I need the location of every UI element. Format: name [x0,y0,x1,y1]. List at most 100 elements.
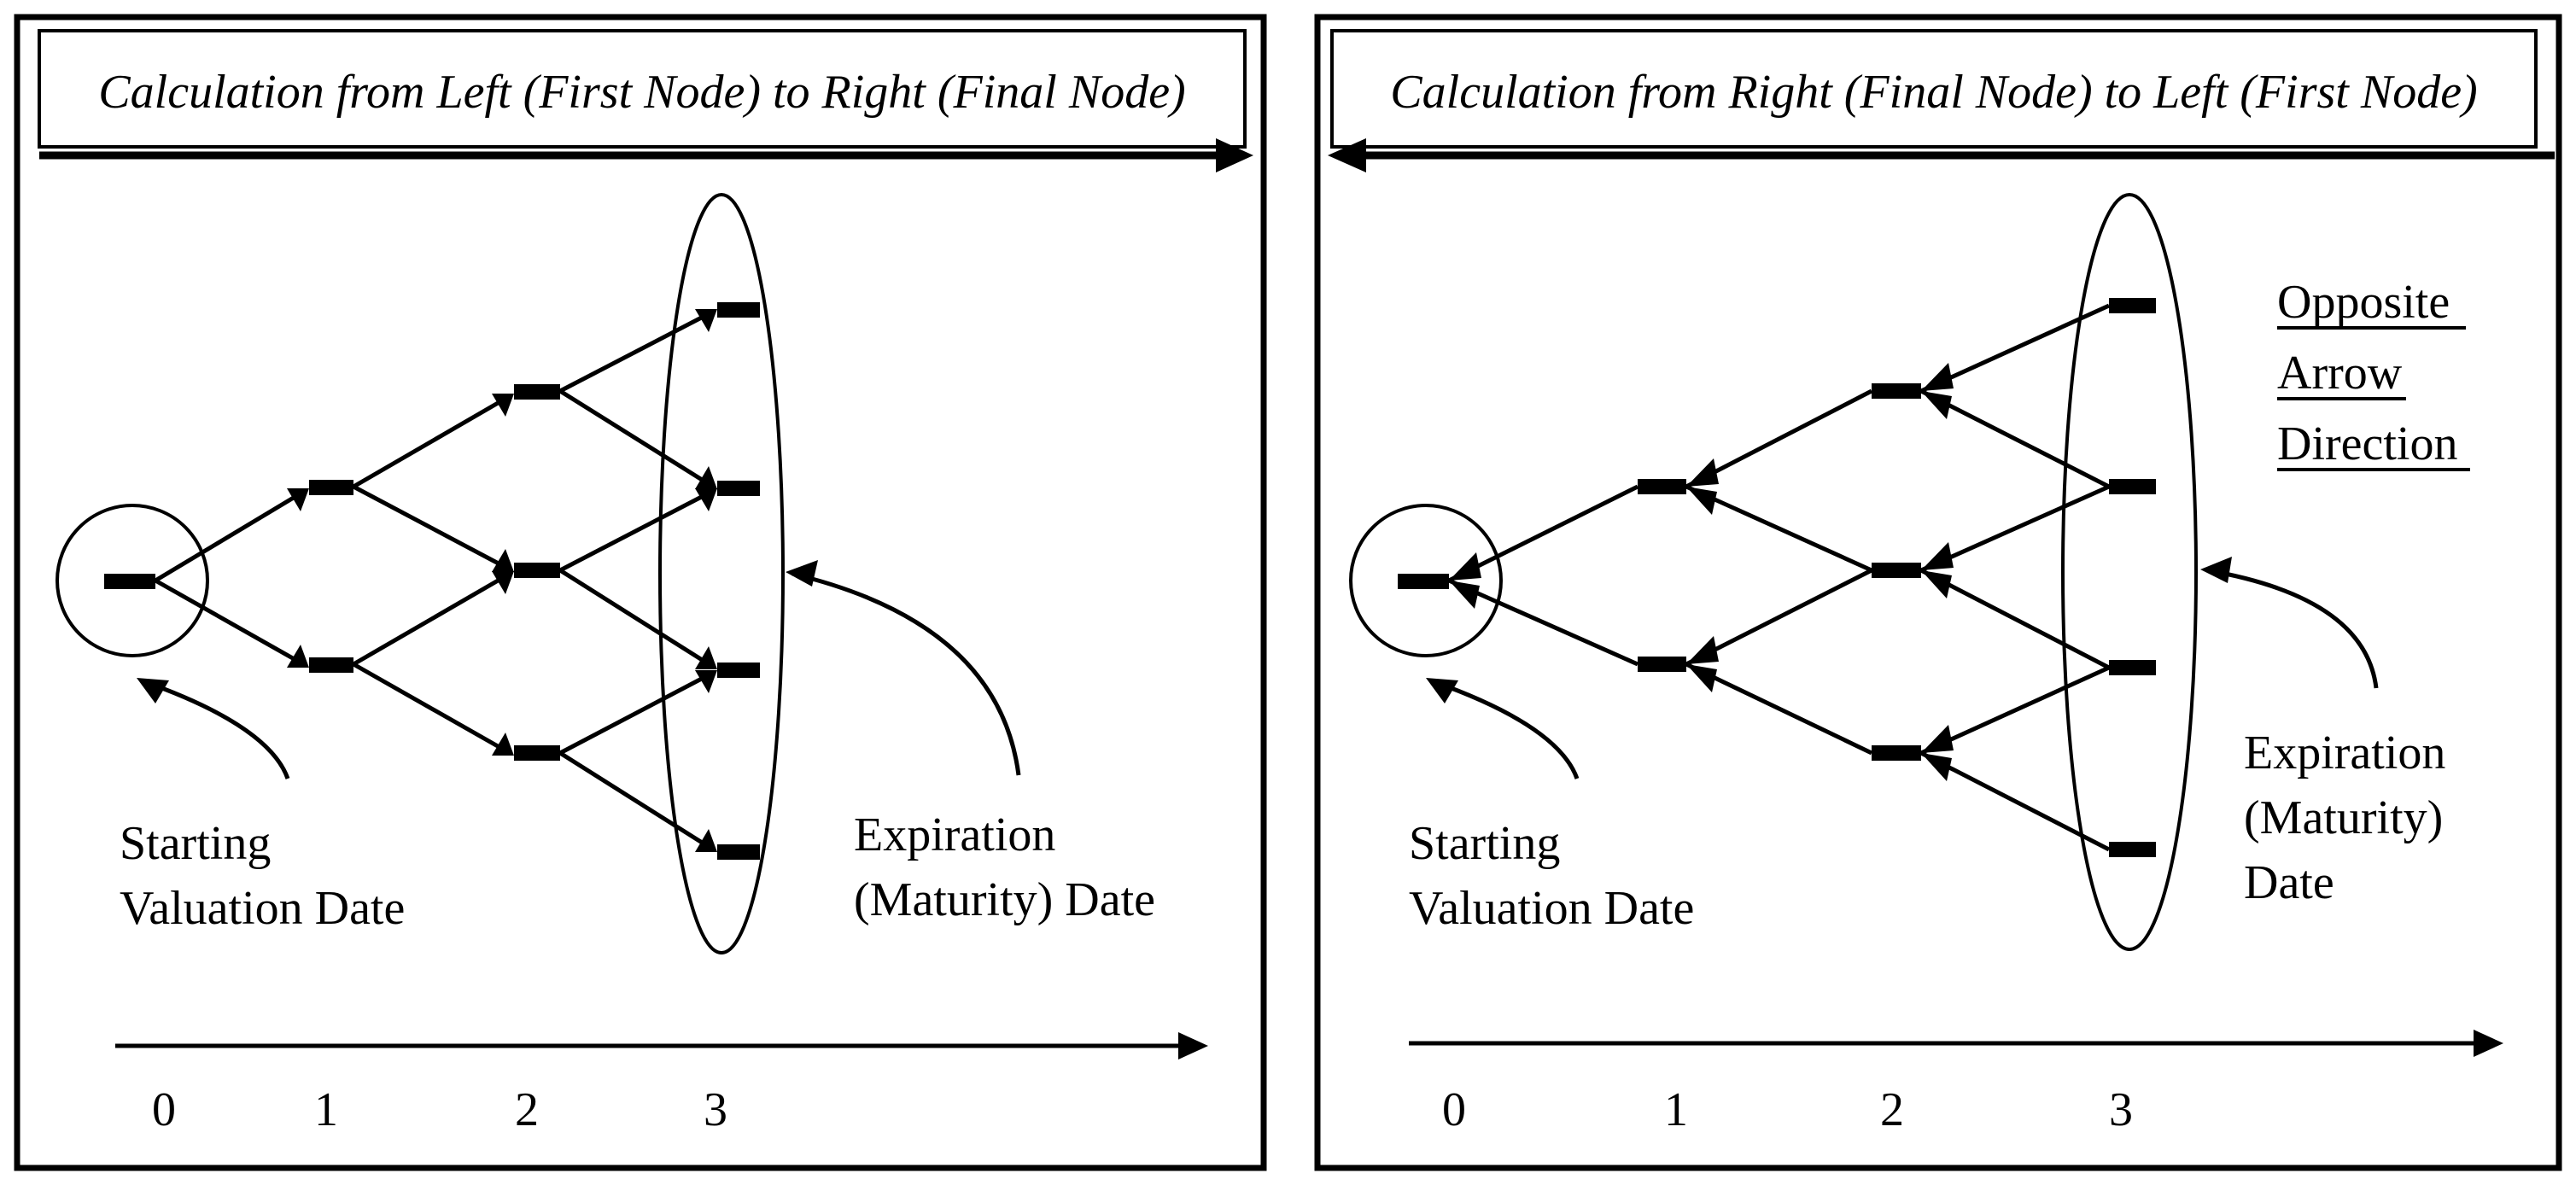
forward-panel: Calculation from Left (First Node) to Ri… [14,14,1267,1171]
backward-expiry-caption-line2: (Maturity) [2244,791,2443,844]
forward-edge-arrowhead [695,829,717,852]
backward-panel-frame [1314,14,2562,1171]
forward-node-t2 [514,745,560,761]
backward-tick-label: 2 [1880,1083,1904,1136]
backward-start-pointer-line [1432,679,1580,779]
backward-tick-label: 1 [1664,1083,1688,1136]
backward-edge-arrowhead [1686,458,1719,487]
forward-edge-arrowhead [695,488,717,511]
forward-start-pointer-line [143,679,290,779]
backward-tree-edges [1447,303,2111,852]
backward-start-circle [1349,504,1503,657]
forward-expiry-pointer-line [791,571,1021,776]
backward-start-pointer-head [1426,678,1458,703]
forward-header-title: Calculation from Left (First Node) to Ri… [98,66,1185,119]
forward-header-arrowhead [1216,138,1253,172]
backward-edge-arrowhead [1686,636,1719,664]
backward-node-t3 [2109,298,2156,313]
backward-header-banner [1330,29,2538,149]
backward-edge [1919,388,2111,489]
forward-edge-arrowhead [492,571,514,594]
backward-edge-arrowhead [1449,581,1480,609]
backward-expiry-ellipse [2061,193,2198,951]
backward-node-t2 [1872,383,1921,399]
forward-node-t3 [717,481,760,496]
forward-node-t2 [514,384,560,400]
backward-node-t3 [2109,479,2156,494]
backward-note-line2: Arrow [2277,347,2403,400]
forward-edge-arrowhead [287,488,309,511]
backward-expiry-caption-line1: Expiration [2244,727,2445,779]
backward-node-t3 [2109,660,2156,675]
backward-edge [1447,484,1639,583]
forward-node-t3 [717,663,760,678]
backward-edge-arrowhead [1921,725,1954,753]
forward-start-pointer-head [137,678,169,703]
backward-edge-arrowhead [1686,487,1717,515]
backward-panel: Calculation from Right (Final Node) to L… [1314,14,2562,1171]
backward-edge [1685,388,1873,489]
forward-edge-arrowhead [695,646,717,669]
forward-expiry-ellipse [658,193,785,954]
forward-expiry-caption-line2: (Maturity) Date [854,873,1155,926]
forward-expiry-pointer-head [786,560,818,587]
backward-edge [1919,568,2111,670]
backward-node-t1 [1638,657,1686,672]
forward-edge-arrowhead [492,549,514,572]
backward-tree-nodes [1398,298,2156,857]
forward-edge [154,578,307,668]
forward-header-banner [38,29,1247,149]
forward-node-t1 [309,657,353,673]
forward-edge [154,488,307,583]
backward-expiry-caption-line3: Date [2244,856,2334,909]
backward-start-caption-line1: Starting [1409,817,1560,870]
backward-edge [1919,665,2111,756]
backward-edge-arrowhead [1686,664,1717,692]
forward-tick-label: 3 [704,1083,727,1136]
forward-tick-label: 2 [515,1083,539,1136]
forward-start-circle [55,504,209,657]
backward-node-t1 [1638,479,1686,494]
backward-edge [1919,750,2111,852]
backward-note-line1: Opposite [2277,276,2450,329]
backward-expiry-pointer-head [2200,557,2232,583]
forward-edge-arrowhead [695,309,717,332]
backward-edge [1447,578,1639,667]
forward-edge [558,568,715,669]
forward-tick-label: 1 [314,1083,338,1136]
forward-start-caption-line1: Starting [120,817,271,870]
forward-edge [558,488,715,573]
forward-node-t2 [514,563,560,578]
backward-edge [1919,303,2111,394]
backward-note: Opposite Arrow Direction [2277,276,2470,471]
forward-panel-frame [14,14,1267,1171]
forward-edge [352,484,511,572]
forward-edge-arrowhead [695,466,717,489]
backward-node-t0 [1398,574,1449,589]
backward-edge-arrowhead [1921,391,1952,419]
forward-tree-nodes [104,302,760,860]
backward-edge [1685,484,1873,573]
forward-edge [558,309,715,394]
forward-edge-arrowhead [492,733,514,756]
backward-edge [1919,484,2111,573]
forward-edge-arrowhead [492,394,514,417]
backward-edge-arrowhead [1449,552,1481,581]
forward-edge [352,571,511,667]
backward-edge-arrowhead [1921,570,1952,598]
forward-node-t3 [717,844,760,860]
backward-node-t3 [2109,842,2156,857]
backward-expiry-pointer-line [2206,568,2379,689]
forward-tree-edges [154,309,717,852]
backward-tick-label: 0 [1442,1083,1466,1136]
backward-start-caption-line2: Valuation Date [1409,882,1694,935]
backward-note-line3: Direction [2277,417,2457,470]
forward-time-axis-arrowhead [1178,1032,1208,1059]
forward-edge [558,670,715,756]
forward-edge [558,750,715,852]
forward-edge-arrowhead [287,645,309,668]
backward-tick-label: 3 [2109,1083,2133,1136]
forward-node-t0 [104,574,155,589]
backward-edge-arrowhead [1921,542,1954,570]
